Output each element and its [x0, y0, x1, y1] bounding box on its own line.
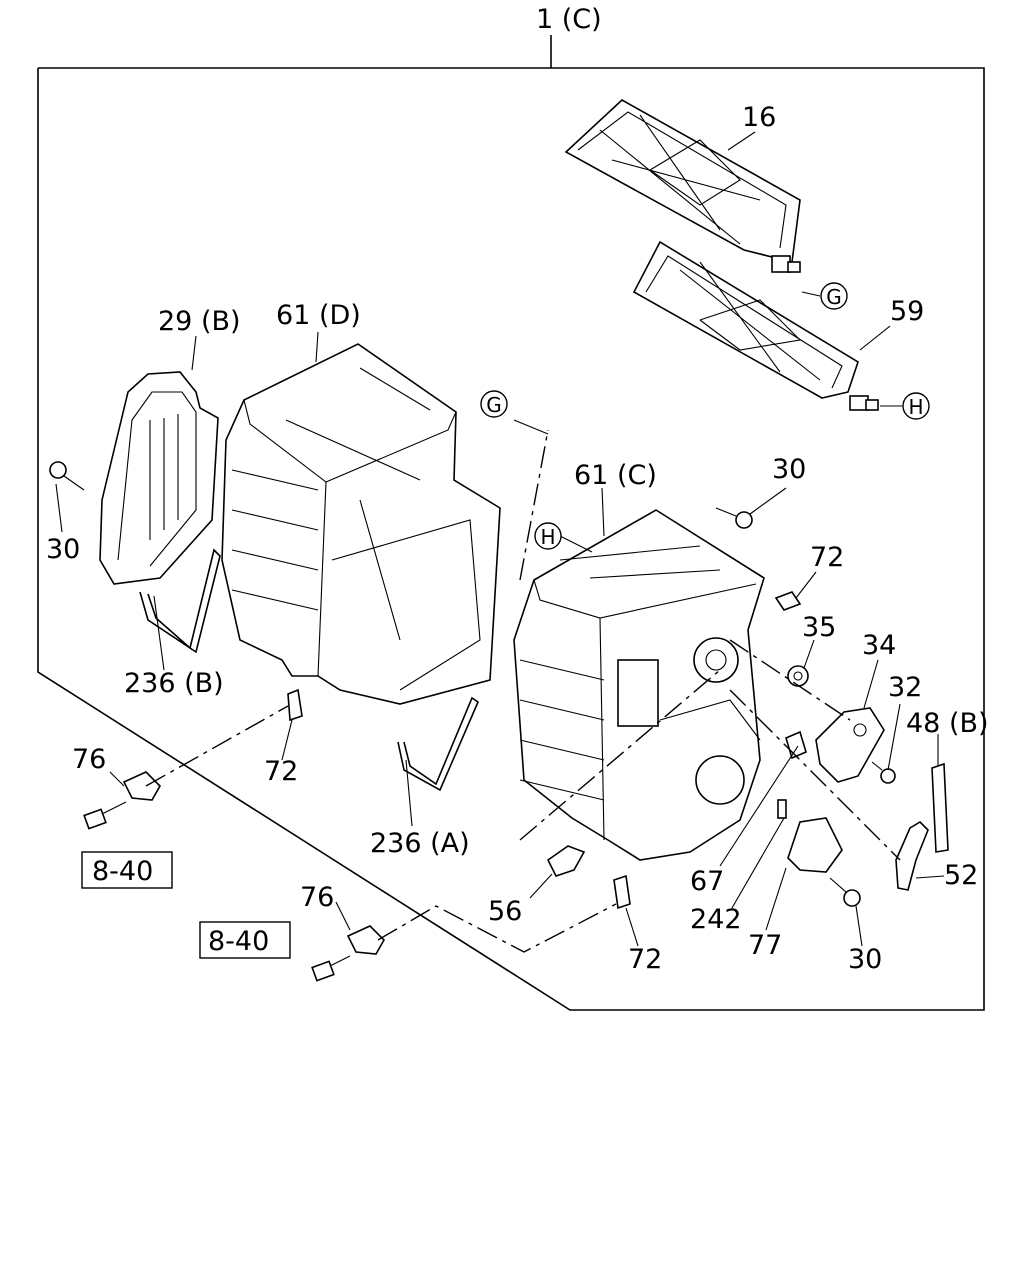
- marker-g-mid-label: G: [486, 393, 502, 417]
- callout-32: 32: [888, 672, 922, 703]
- part-30-screw-left: [49, 461, 85, 491]
- callout-236a: 236 (A): [370, 828, 470, 859]
- part-76-bracket-upper: [122, 771, 161, 801]
- part-236a-wire: [397, 696, 479, 792]
- part-76-bracket-lower: [346, 925, 385, 955]
- callout-76-lower: 76: [300, 882, 334, 913]
- callout-52: 52: [944, 860, 978, 891]
- callout-30-right: 30: [848, 944, 882, 975]
- callout-48b: 48 (B): [906, 708, 989, 739]
- callout-56: 56: [488, 896, 522, 927]
- callout-labels: 1 (C) 16 59 29 (B) 61 (D) 30 236 (B) 76 …: [46, 4, 989, 975]
- part-29b-cover: [99, 371, 219, 585]
- marker-g-top: G: [820, 282, 848, 310]
- marker-h-mid-label: H: [540, 525, 555, 549]
- marker-h-top: H: [902, 392, 930, 420]
- assembly-outline: [37, 35, 985, 1011]
- callout-236b: 236 (B): [124, 668, 224, 699]
- marker-g-top-label: G: [826, 285, 842, 309]
- callout-34: 34: [862, 630, 896, 661]
- ref-box-upper-label: 8-40: [92, 856, 153, 887]
- bolt-upper: [83, 801, 127, 830]
- part-72-clip-bottom: [613, 874, 631, 910]
- bolt-lower: [311, 955, 351, 982]
- callout-61d: 61 (D): [276, 300, 361, 331]
- part-48b-rod: [931, 762, 949, 853]
- callout-30-left: 30: [46, 534, 80, 565]
- callout-76-upper: 76: [72, 744, 106, 775]
- callout-29b: 29 (B): [158, 306, 241, 337]
- callout-35: 35: [802, 612, 836, 643]
- ref-box-lower-label: 8-40: [208, 926, 269, 957]
- callout-16: 16: [742, 102, 776, 133]
- callout-30-top: 30: [772, 454, 806, 485]
- part-16-filter: [564, 99, 801, 273]
- callout-67: 67: [690, 866, 724, 897]
- part-32-screw: [871, 761, 896, 784]
- part-61d-case: [221, 343, 501, 705]
- part-242-seal: [777, 799, 787, 819]
- callout-72-top: 72: [810, 542, 844, 573]
- part-72-clip-top: [774, 591, 802, 611]
- part-59-filter: [632, 240, 879, 411]
- marker-h-mid: H: [534, 522, 562, 550]
- part-30-screw-top: [715, 507, 753, 529]
- part-35-nut: [787, 665, 809, 687]
- assembly-label: 1 (C): [536, 4, 602, 35]
- callout-59: 59: [890, 296, 924, 327]
- part-236b-wire: [139, 548, 221, 654]
- ref-box-upper: 8-40: [81, 851, 173, 889]
- marker-g-mid: G: [480, 390, 508, 418]
- part-52-link: [895, 820, 929, 891]
- part-72-clip-left: [287, 688, 303, 722]
- leader-lines: [55, 131, 945, 947]
- callout-242: 242: [690, 904, 742, 935]
- part-77-actuator: [787, 817, 843, 873]
- callout-77: 77: [748, 930, 782, 961]
- part-34-lever: [815, 707, 885, 783]
- assembly-guide-lines: [145, 429, 901, 953]
- ref-box-lower: 8-40: [199, 921, 291, 959]
- callout-72-left: 72: [264, 756, 298, 787]
- marker-h-top-label: H: [908, 395, 923, 419]
- part-56-bracket: [546, 845, 586, 877]
- callout-72-bottom: 72: [628, 944, 662, 975]
- part-30-screw-right: [829, 877, 861, 907]
- part-67-clip: [785, 730, 807, 760]
- callout-61c: 61 (C): [574, 460, 657, 491]
- part-61c-case: [513, 509, 765, 861]
